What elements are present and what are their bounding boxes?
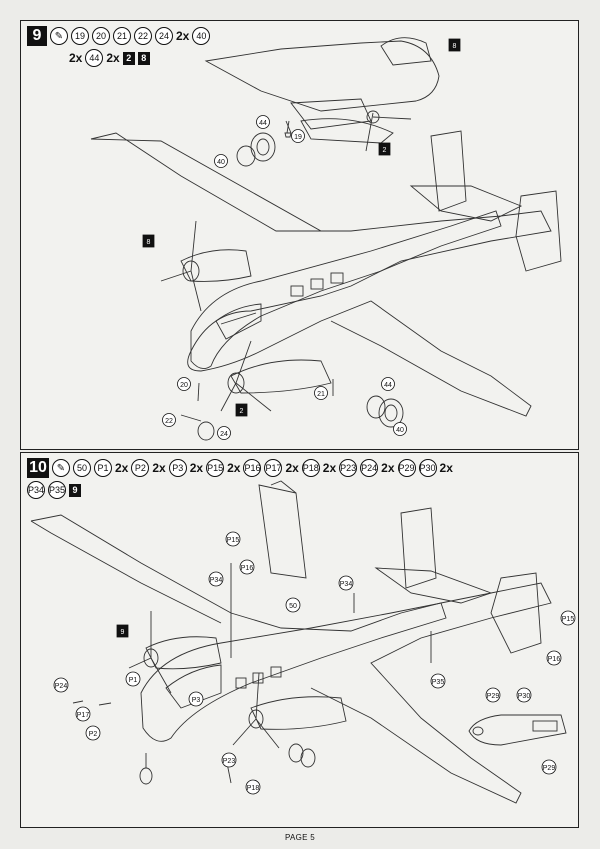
sprue-badge: 8	[137, 51, 150, 65]
quantity: 2x	[381, 461, 395, 475]
step-9-drawing: 44 19 40 20 22 24 21 44 40 8 8	[90, 37, 562, 441]
callout-21: 21	[317, 391, 325, 398]
step-number: 9	[27, 26, 47, 46]
quantity: 2x	[227, 461, 241, 475]
part-callout: P18	[301, 459, 320, 477]
page-number: PAGE 5	[284, 833, 316, 842]
sprue-badge: 2	[122, 51, 135, 65]
sprue-callout-2: 2	[383, 147, 387, 154]
part-callout: P15	[206, 459, 225, 477]
part-callout: 40	[192, 27, 211, 45]
step-10-panel: 10 ✎ 50 P1 2x P2 2x P3 2x P15 2x P16 P17…	[20, 452, 579, 828]
part-callout: P34	[27, 481, 45, 499]
callout-40: 40	[217, 159, 225, 166]
part-callout: P17	[264, 459, 283, 477]
quantity: 2x	[189, 461, 204, 475]
part-callout: P23	[339, 459, 358, 477]
callout-P15: P15	[562, 616, 575, 623]
callout-P17: P17	[77, 712, 90, 719]
callout-40: 40	[396, 427, 404, 434]
part-callout: P2	[131, 459, 150, 477]
callout-P29: P29	[487, 693, 500, 700]
part-callout: P1	[94, 459, 112, 477]
sprue-callout-2: 2	[240, 408, 244, 415]
part-callout: 21	[113, 27, 131, 45]
callout-P34: P34	[210, 577, 223, 584]
part-callout: P24	[360, 459, 379, 477]
sprue-callout-8: 8	[147, 239, 151, 246]
quantity: 2x	[176, 29, 190, 43]
part-callout: 19	[71, 27, 89, 45]
callout-44: 44	[384, 382, 392, 389]
glue-icon: ✎	[50, 27, 68, 45]
part-callout: P16	[243, 459, 262, 477]
part-callout: P3	[168, 459, 187, 477]
sprue-badge: 9	[69, 483, 81, 497]
callout-P3: P3	[192, 697, 201, 704]
callout-P18: P18	[247, 785, 260, 792]
callout-P29: P29	[543, 765, 556, 772]
callout-20: 20	[180, 382, 188, 389]
callout-P30: P30	[518, 693, 531, 700]
callout-24: 24	[220, 431, 228, 438]
step-10-parts-header: 10 ✎ 50 P1 2x P2 2x P3 2x P15 2x P16 P17…	[27, 458, 467, 499]
quantity: 2x	[106, 51, 120, 65]
callout-22: 22	[165, 418, 173, 425]
step-9-parts-header: 9 ✎ 19 20 21 22 24 2x 40 2x 44 2x 2 8	[27, 26, 227, 67]
step-10-drawing: 9 P15 P16 P34 50 P34 P35 P15 P16 P24	[30, 480, 576, 804]
part-callout: P35	[48, 481, 66, 499]
quantity: 2x	[152, 461, 166, 475]
part-callout: P29	[397, 459, 416, 477]
part-callout: 50	[73, 459, 91, 477]
step-9-panel: 9 ✎ 19 20 21 22 24 2x 40 2x 44 2x 2 8	[20, 20, 579, 450]
quantity: 2x	[115, 461, 129, 475]
quantity: 2x	[322, 461, 337, 475]
step-9-parts-row-2: 2x 44 2x 2 8	[27, 49, 227, 67]
part-callout: 24	[155, 27, 173, 45]
sprue-callout-9: 9	[121, 629, 125, 636]
callout-P35: P35	[432, 679, 445, 686]
part-callout: P30	[418, 459, 437, 477]
glue-icon: ✎	[52, 459, 70, 477]
quantity: 2x	[439, 461, 453, 475]
callout-P24: P24	[55, 683, 68, 690]
callout-P1: P1	[129, 677, 138, 684]
callout-P2: P2	[89, 731, 98, 738]
step-number: 10	[27, 458, 49, 478]
quantity: 2x	[69, 51, 83, 65]
callout-50: 50	[289, 603, 297, 610]
callout-P16: P16	[241, 565, 254, 572]
callout-P23: P23	[223, 758, 236, 765]
sprue-callout-8: 8	[453, 43, 457, 50]
part-callout: 44	[85, 49, 104, 67]
callout-P16: P16	[548, 656, 561, 663]
part-callout: 20	[92, 27, 110, 45]
callout-19: 19	[294, 134, 302, 141]
callout-P34: P34	[340, 581, 353, 588]
quantity: 2x	[285, 461, 299, 475]
part-callout: 22	[134, 27, 152, 45]
callout-44: 44	[259, 120, 267, 127]
callout-P15: P15	[227, 537, 240, 544]
